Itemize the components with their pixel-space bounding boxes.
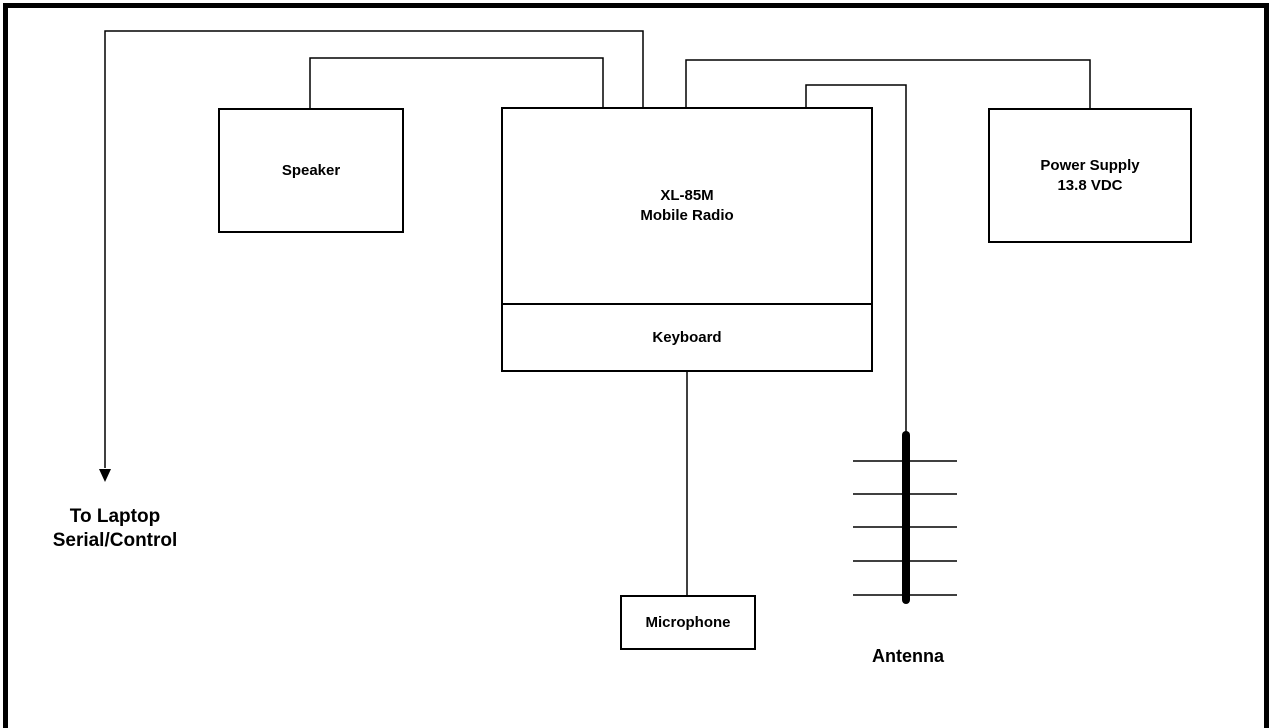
radio-box: XL-85M Mobile Radio: [501, 107, 873, 305]
laptop-label: To Laptop Serial/Control: [52, 506, 178, 551]
keyboard-box: Keyboard: [501, 303, 873, 372]
microphone-box: Microphone: [620, 595, 756, 650]
speaker-label: Speaker: [281, 161, 341, 179]
antenna-label: Antenna: [872, 646, 944, 666]
microphone-label: Microphone: [645, 613, 731, 631]
power-supply-box: Power Supply 13.8 VDC: [988, 108, 1192, 243]
keyboard-label: Keyboard: [652, 328, 722, 346]
antenna-icon: [853, 431, 957, 604]
power-connection-line: [685, 59, 1091, 108]
power-supply-label: Power Supply 13.8 VDC: [1040, 156, 1140, 194]
speaker-connection-line: [309, 57, 604, 108]
arrow-down-icon: [99, 469, 111, 482]
speaker-box: Speaker: [218, 108, 404, 233]
antenna-connection-line: [805, 84, 907, 435]
laptop-connection-line: [104, 30, 644, 468]
radio-label: XL-85M Mobile Radio: [640, 187, 734, 224]
